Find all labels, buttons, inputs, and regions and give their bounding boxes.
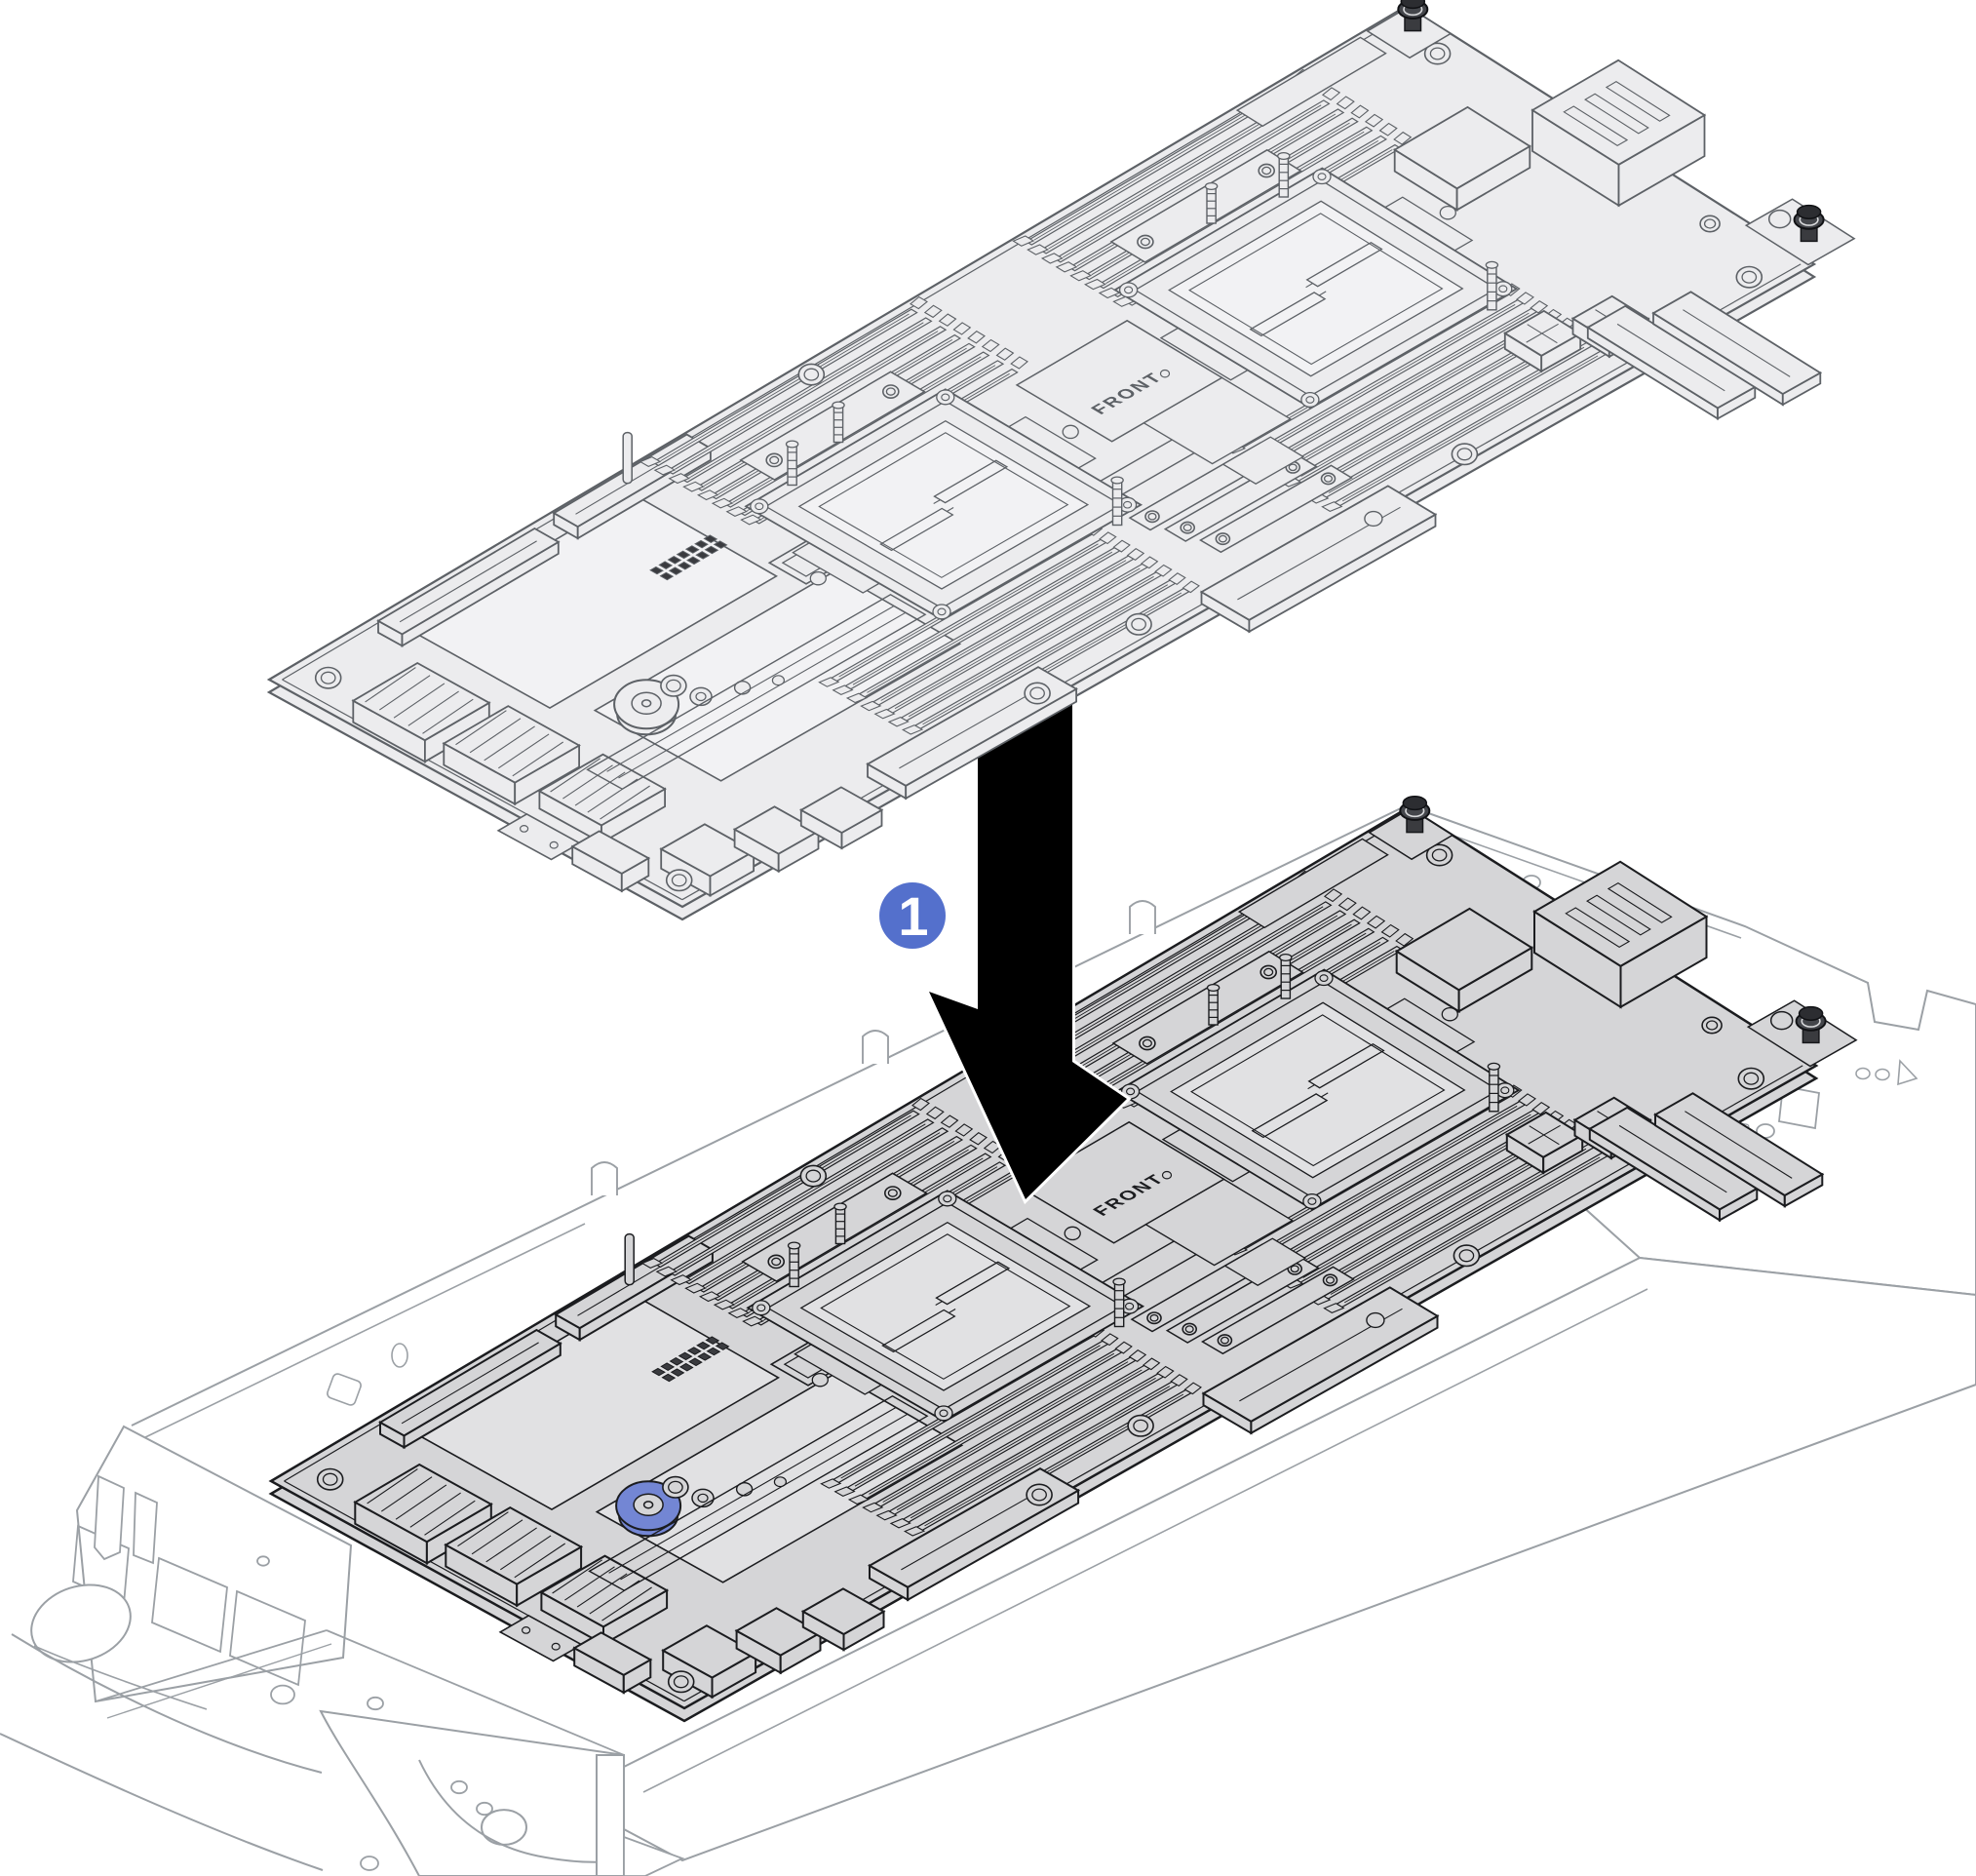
svg-text:1: 1 bbox=[898, 885, 928, 947]
